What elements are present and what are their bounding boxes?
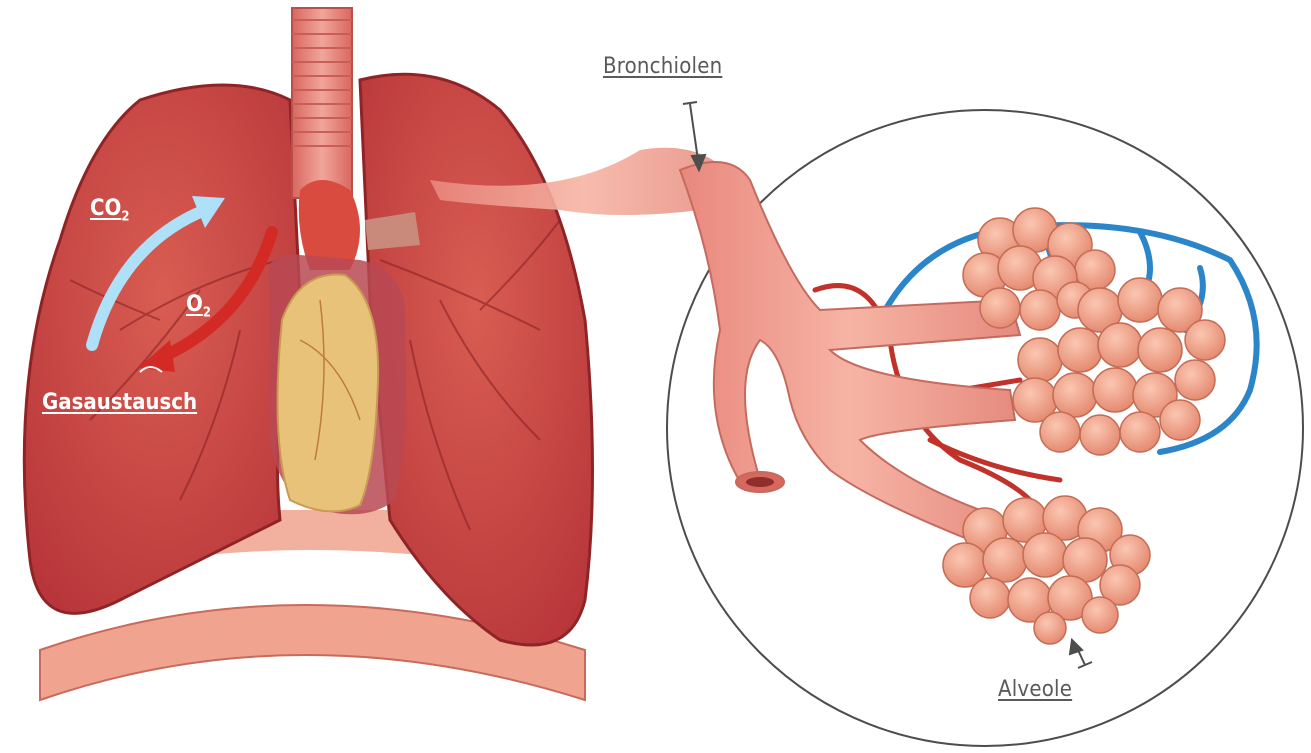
label-co2: CO2 — [90, 196, 130, 224]
heart — [268, 254, 406, 514]
label-gasaustausch: Gasaustausch — [42, 390, 197, 415]
label-alveole: Alveole — [998, 677, 1072, 702]
o2-main: O — [186, 292, 203, 317]
label-o2: O2 — [186, 292, 211, 320]
label-bronchiolen: Bronchiolen — [603, 54, 722, 79]
trachea — [292, 8, 352, 198]
o2-sub: 2 — [203, 305, 211, 320]
co2-sub: 2 — [121, 209, 129, 224]
zoom-circle — [667, 110, 1303, 746]
co2-main: CO — [90, 196, 121, 221]
